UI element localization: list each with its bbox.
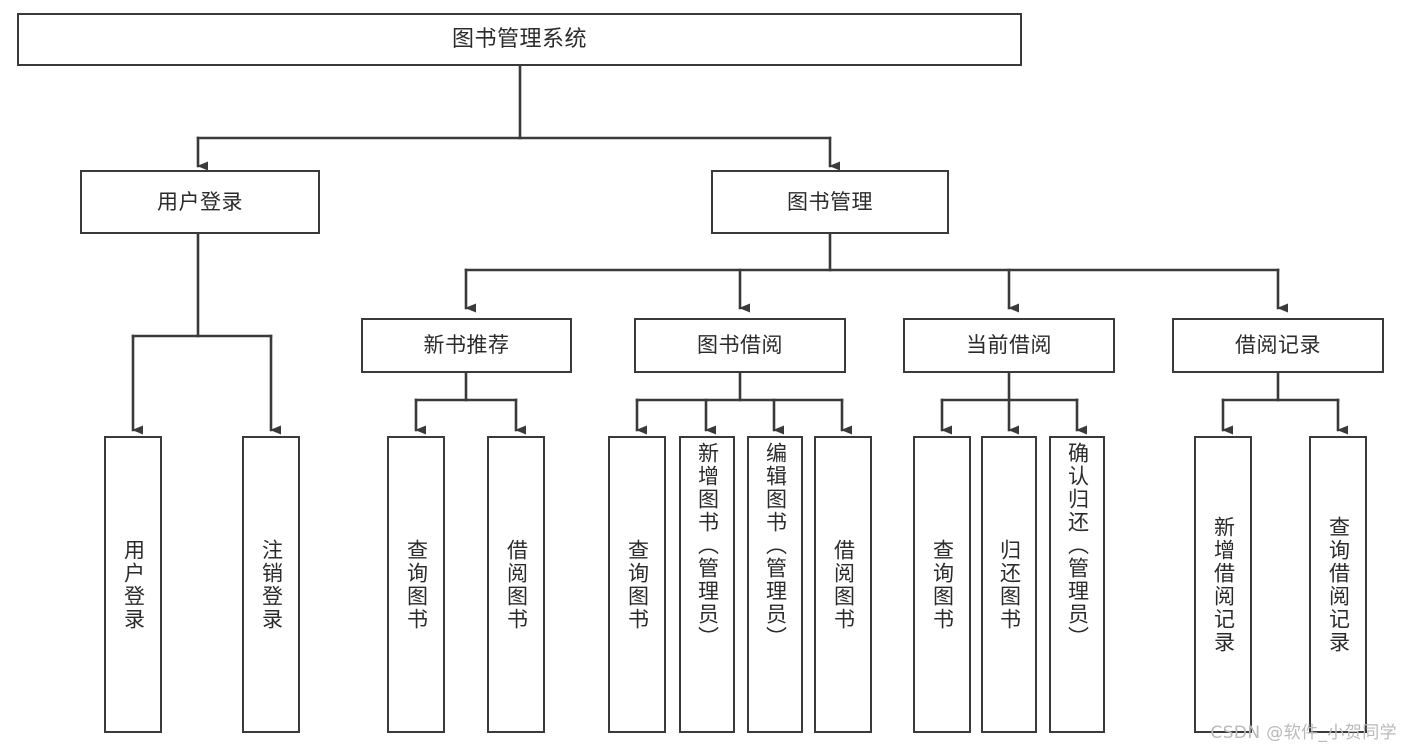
watermark-text: CSDN @软件_小贺同学 <box>1210 723 1397 743</box>
node-leaf-borrow-book-1-label: 借阅图书 <box>504 538 529 631</box>
node-borrow-record[interactable]: 借阅记录 <box>1172 318 1384 373</box>
node-book-manage[interactable]: 图书管理 <box>711 170 949 234</box>
node-leaf-borrow-book-2[interactable]: 借阅图书 <box>814 436 872 733</box>
node-leaf-confirm-return-label: 确认归还（管理员） <box>1065 442 1090 649</box>
node-leaf-query-book-1-label: 查询图书 <box>404 538 429 631</box>
node-new-book-recommend-label: 新书推荐 <box>423 333 510 358</box>
node-leaf-add-record[interactable]: 新增借阅记录 <box>1194 436 1252 733</box>
node-leaf-edit-book[interactable]: 编辑图书（管理员） <box>747 436 803 733</box>
node-leaf-edit-book-label: 编辑图书（管理员） <box>763 442 788 649</box>
node-leaf-user-login-label: 用户登录 <box>121 538 146 631</box>
node-user-login-label: 用户登录 <box>157 189 243 214</box>
node-book-manage-label: 图书管理 <box>787 189 873 214</box>
node-leaf-add-record-label: 新增借阅记录 <box>1211 515 1236 654</box>
node-leaf-user-login[interactable]: 用户登录 <box>104 436 162 733</box>
node-leaf-logout-login[interactable]: 注销登录 <box>242 436 300 733</box>
node-leaf-add-book[interactable]: 新增图书（管理员） <box>679 436 735 733</box>
node-leaf-query-record-label: 查询借阅记录 <box>1326 515 1351 654</box>
node-user-login[interactable]: 用户登录 <box>80 170 320 234</box>
node-book-borrow-label: 图书借阅 <box>697 333 783 358</box>
node-root[interactable]: 图书管理系统 <box>17 13 1022 66</box>
node-leaf-return-book-label: 归还图书 <box>997 538 1022 631</box>
node-current-borrow[interactable]: 当前借阅 <box>903 318 1115 373</box>
node-leaf-query-book-2-label: 查询图书 <box>625 538 650 631</box>
node-leaf-query-book-2[interactable]: 查询图书 <box>608 436 666 733</box>
node-current-borrow-label: 当前借阅 <box>966 333 1052 358</box>
node-leaf-query-record[interactable]: 查询借阅记录 <box>1309 436 1367 733</box>
node-leaf-borrow-book-2-label: 借阅图书 <box>831 538 856 631</box>
node-leaf-return-book[interactable]: 归还图书 <box>981 436 1037 733</box>
node-new-book-recommend[interactable]: 新书推荐 <box>361 318 572 373</box>
node-leaf-confirm-return[interactable]: 确认归还（管理员） <box>1049 436 1105 733</box>
node-leaf-query-book-3-label: 查询图书 <box>930 538 955 631</box>
node-leaf-query-book-1[interactable]: 查询图书 <box>387 436 445 733</box>
node-leaf-logout-login-label: 注销登录 <box>259 538 284 631</box>
node-root-label: 图书管理系统 <box>451 26 587 52</box>
node-book-borrow[interactable]: 图书借阅 <box>634 318 846 373</box>
node-leaf-add-book-label: 新增图书（管理员） <box>695 442 720 649</box>
node-borrow-record-label: 借阅记录 <box>1235 333 1321 358</box>
node-leaf-borrow-book-1[interactable]: 借阅图书 <box>487 436 545 733</box>
node-leaf-query-book-3[interactable]: 查询图书 <box>913 436 971 733</box>
